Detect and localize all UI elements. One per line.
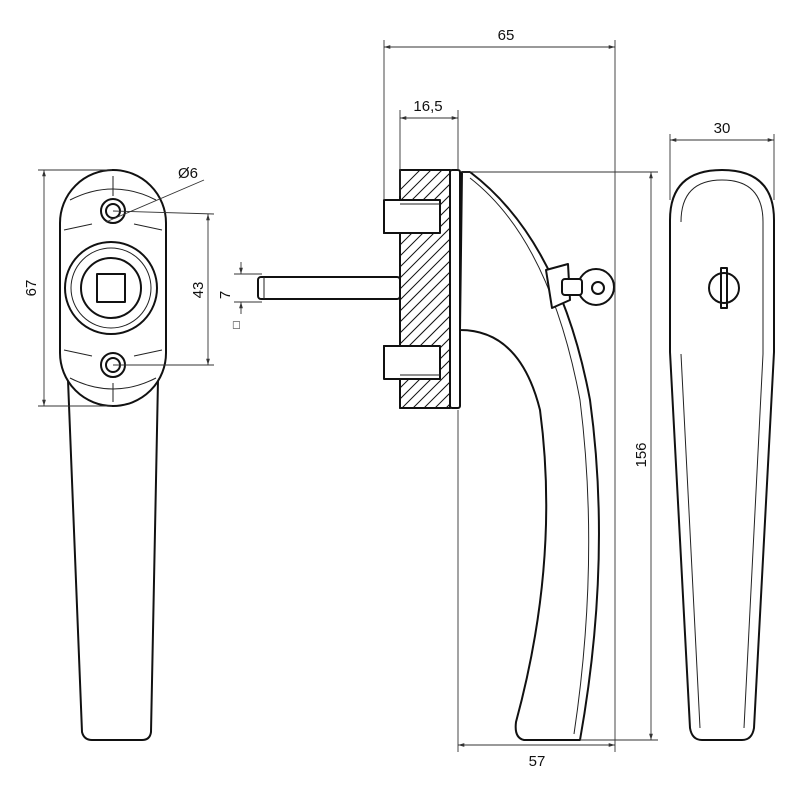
dim-hole-diameter: Ø6 [178,165,198,182]
hatch-line [380,449,460,529]
edge-handle [669,169,775,741]
hatch-line [380,438,460,518]
dim-overall-width: 65 [498,27,515,44]
hatch-line [384,371,450,408]
side-dimensions: 65 16,5 57 156 [383,27,658,770]
curved-lever [459,171,600,741]
side-section-view [257,169,615,741]
cover-plate [449,169,461,409]
dim-handle-reach: 57 [529,753,546,770]
hatch-line [384,360,450,408]
dim-side-width: 30 [714,120,731,137]
dim-spindle-square-symbol: □ [229,321,243,328]
square-spindle-hole [96,273,126,303]
hatch-line [380,460,460,540]
hatch-line [384,349,450,408]
key-bow [577,268,615,306]
dim-base-depth: 16,5 [413,98,442,115]
hatch-line [384,404,450,408]
hatch-line [380,427,460,507]
edge-lock-icon [708,272,740,304]
dim-rosette-height: 67 [23,280,40,297]
dim-handle-length: 156 [633,442,650,467]
front-lever [67,379,159,741]
dim-hole-spacing: 43 [190,282,207,299]
hatch-line [380,416,460,496]
hatch-line [384,382,450,408]
square-spindle [257,276,401,300]
front-dimensions: 67 43 Ø6 7 □ [23,165,262,407]
edge-dimensions: 30 [669,120,775,200]
edge-view [669,169,775,741]
spindle-boss-outer [64,241,158,335]
front-view [59,169,167,741]
lock-cylinder [545,263,571,309]
dim-spindle-size: 7 [217,291,234,299]
